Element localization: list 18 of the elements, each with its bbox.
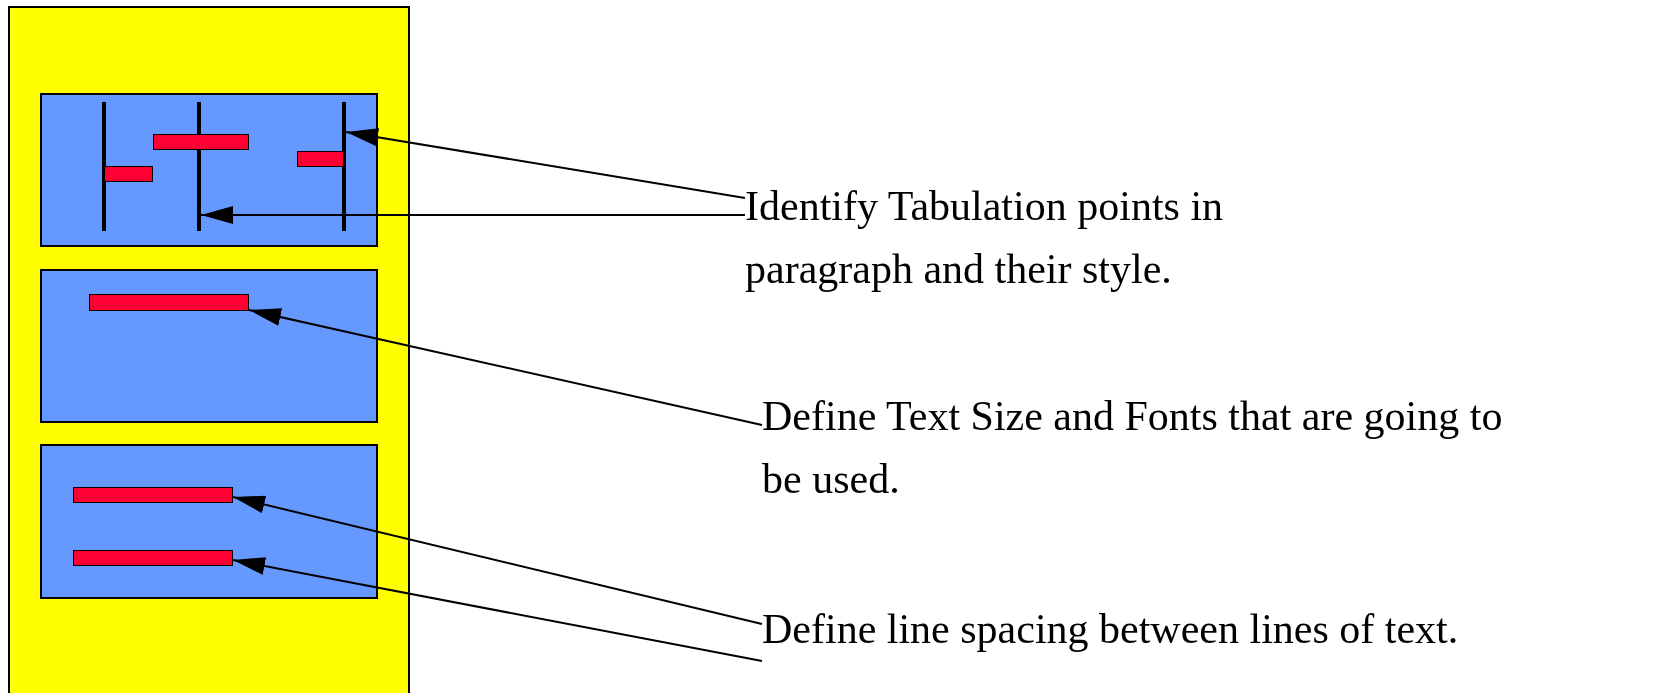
paragraph-box xyxy=(40,444,378,599)
text-line-bar xyxy=(104,166,153,182)
text-line-bar xyxy=(89,294,249,311)
text-line-bar xyxy=(297,151,344,167)
arrow xyxy=(232,557,763,662)
text-line-bar xyxy=(153,134,249,150)
page-panel xyxy=(8,6,410,693)
arrow xyxy=(345,128,746,199)
arrow xyxy=(248,308,763,426)
arrow xyxy=(232,495,763,625)
annotation-text: Define Text Size and Fonts that are going to be used. xyxy=(762,385,1512,515)
paragraph-box xyxy=(40,93,378,247)
annotation-text: Define line spacing between lines of text. xyxy=(762,598,1652,664)
paragraph-box xyxy=(40,269,378,423)
annotation-text: Identify Tabulation points in paragraph and their style. xyxy=(745,175,1365,305)
text-line-bar xyxy=(73,487,233,503)
arrow xyxy=(200,206,746,224)
text-line-bar xyxy=(73,550,233,566)
